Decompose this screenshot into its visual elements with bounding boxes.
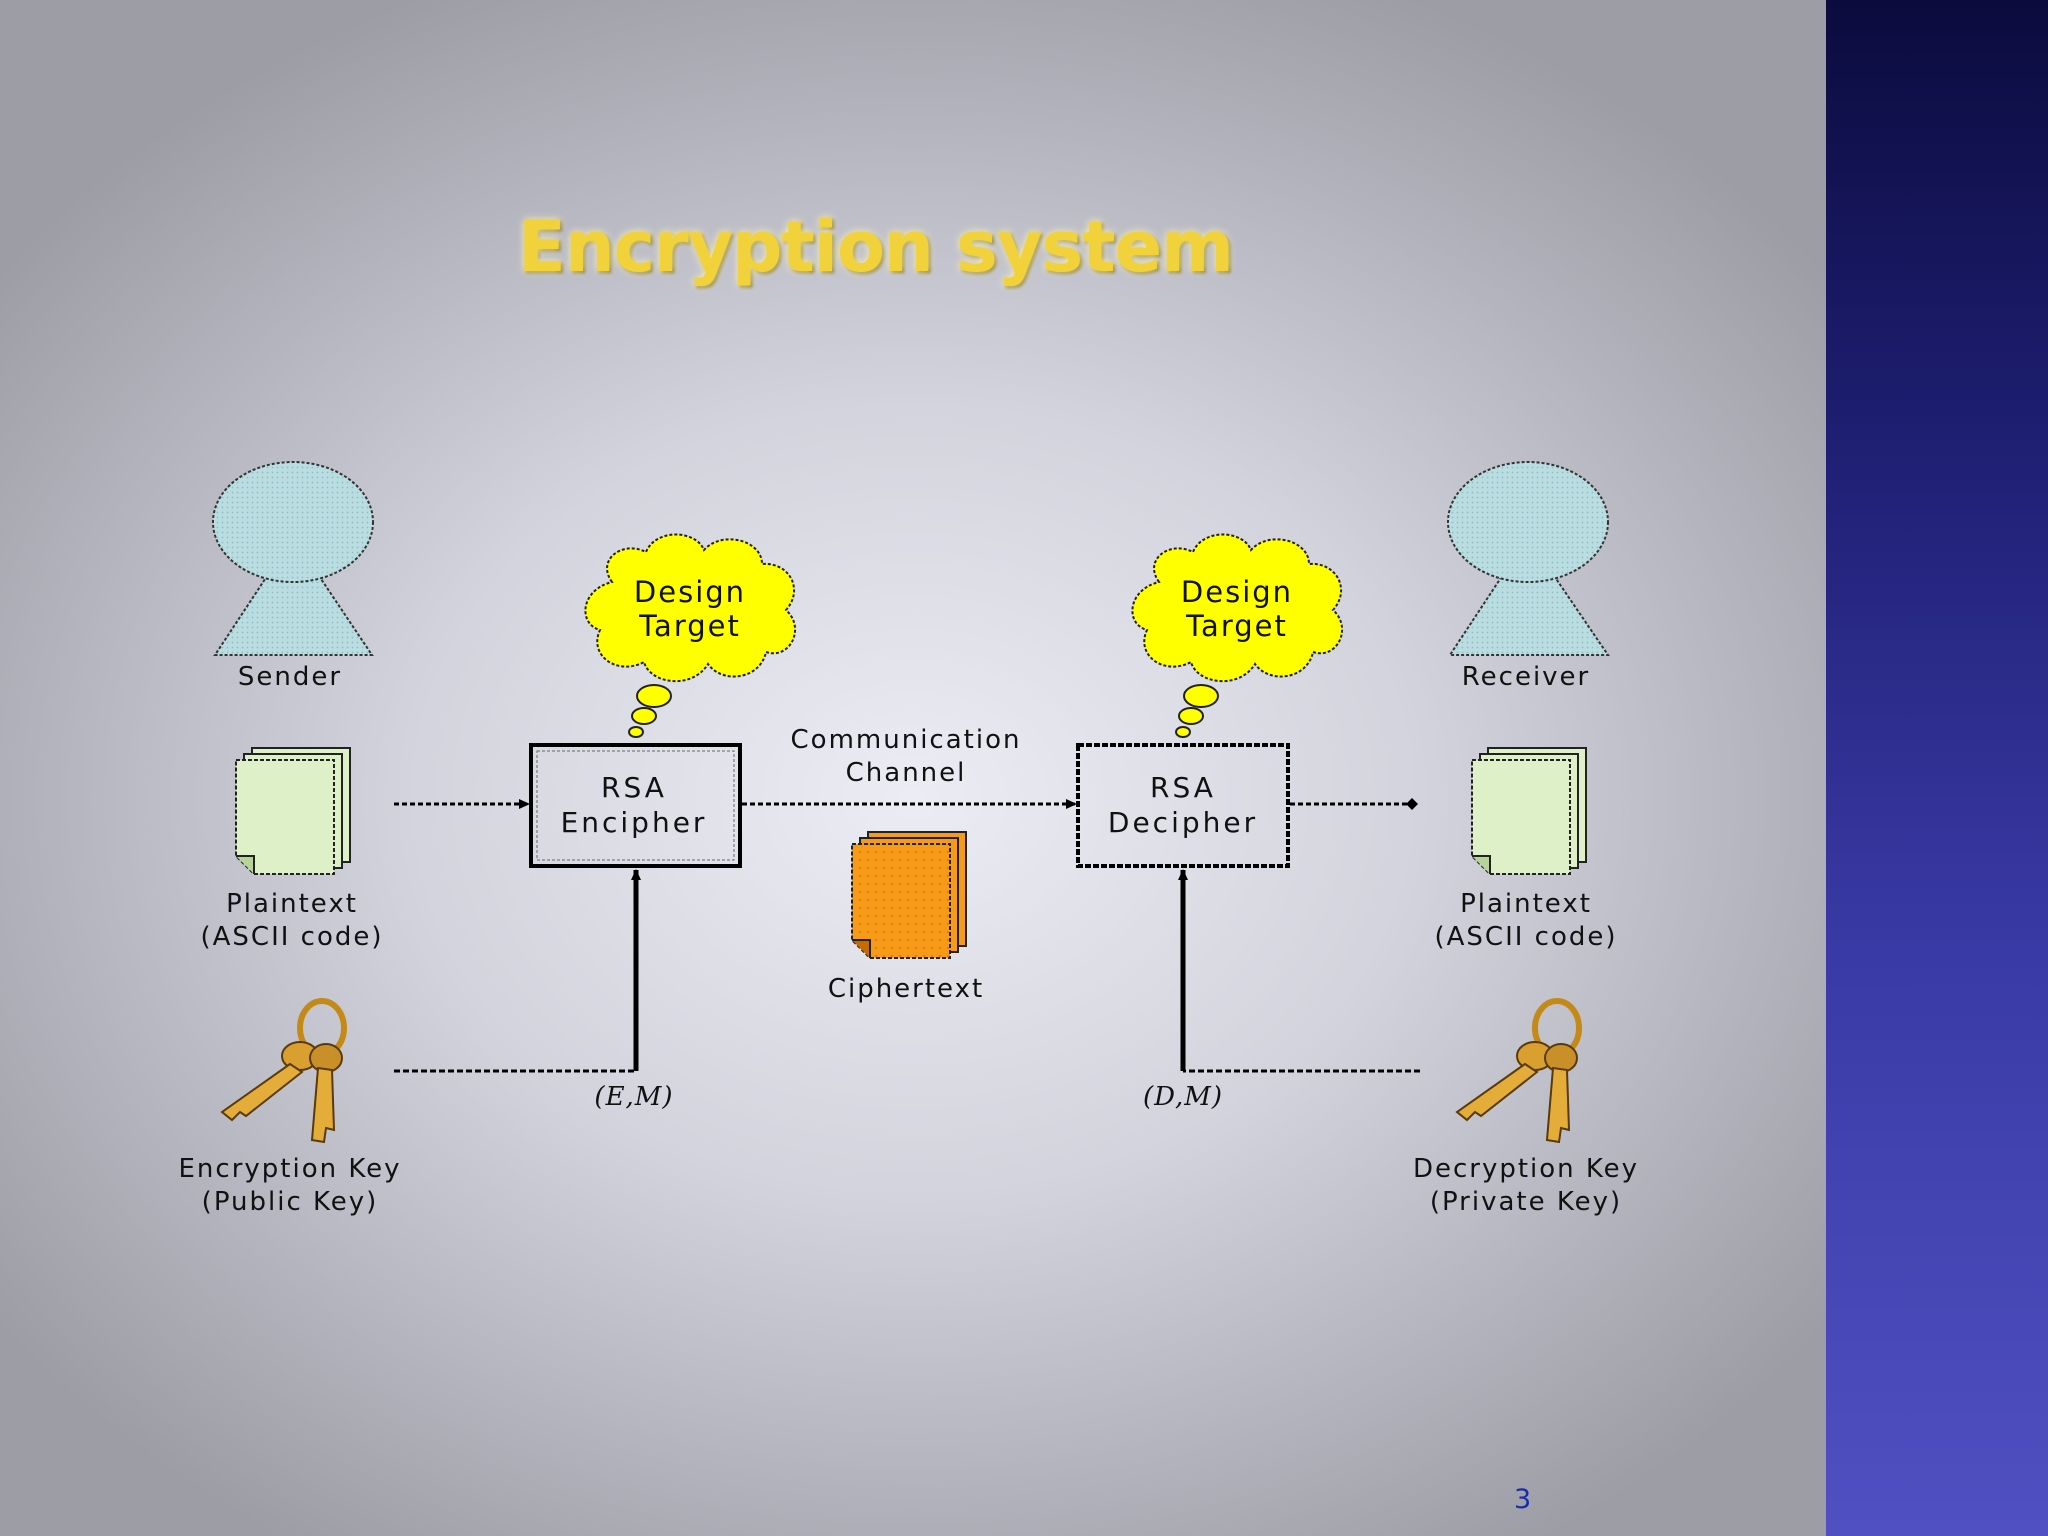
encipher-line2: Encipher (560, 806, 708, 839)
channel-line2: Channel (845, 758, 967, 788)
encryption-key-line2: (Public Key) (201, 1187, 379, 1217)
slide-title: Encryption system (518, 206, 1234, 288)
plaintext-right-line1: Plaintext (1460, 889, 1592, 919)
encryption-key-line1: Encryption Key (178, 1154, 402, 1184)
decipher-label: RSA Decipher (1108, 770, 1258, 840)
encryption-key-line (394, 869, 641, 1073)
plaintext-right-document-icon (1471, 747, 1587, 875)
encryption-key-param: (E,M) (594, 1082, 674, 1112)
encryption-diagram (212, 461, 1610, 1144)
rsa-encipher-box (529, 743, 742, 868)
sender-person-icon (212, 461, 374, 656)
design-target-cloud-right (1131, 533, 1344, 738)
decipher-line2: Decipher (1107, 806, 1259, 839)
receiver-person-icon (1447, 461, 1610, 656)
side-band (1826, 0, 2048, 1536)
plaintext-left-document-icon (235, 747, 351, 875)
decryption-key-line1: Decryption Key (1412, 1154, 1640, 1184)
cloud-left-line2: Target (639, 609, 741, 643)
plaintext-right-line2: (ASCII code) (1434, 922, 1618, 952)
encipher-line1: RSA (601, 771, 667, 804)
decipher-line1: RSA (1150, 771, 1216, 804)
channel-line1: Communication (790, 725, 1022, 755)
cloud-right-text: Design Target (1181, 575, 1293, 643)
rsa-decipher-box (1076, 743, 1290, 868)
decryption-keys-icon (1455, 998, 1582, 1144)
design-target-cloud-left (584, 533, 797, 738)
plaintext-left-line1: Plaintext (226, 889, 358, 919)
plaintext-left-line2: (ASCII code) (200, 922, 384, 952)
cloud-left-text: Design Target (634, 575, 746, 643)
cloud-right-line2: Target (1186, 609, 1288, 643)
sender-label: Sender (237, 662, 343, 692)
decryption-key-line (1178, 869, 1420, 1073)
ciphertext-label: Ciphertext (827, 974, 985, 1004)
page-number: 3 (1514, 1484, 1532, 1515)
cloud-right-line1: Design (1180, 575, 1294, 609)
receiver-label: Receiver (1461, 662, 1591, 692)
encryption-key-label: Encryption Key (Public Key) (179, 1153, 402, 1219)
encipher-label: RSA Encipher (561, 770, 708, 840)
channel-label: Communication Channel (791, 724, 1022, 790)
decryption-key-param: (D,M) (1142, 1082, 1224, 1112)
decryption-key-label: Decryption Key (Private Key) (1413, 1153, 1639, 1219)
cloud-left-line1: Design (633, 575, 747, 609)
plaintext-left-label: Plaintext (ASCII code) (200, 888, 383, 954)
decryption-key-line2: (Private Key) (1429, 1187, 1623, 1217)
encryption-keys-icon (220, 998, 347, 1144)
ciphertext-document-icon (851, 831, 967, 959)
plaintext-right-label: Plaintext (ASCII code) (1434, 888, 1617, 954)
